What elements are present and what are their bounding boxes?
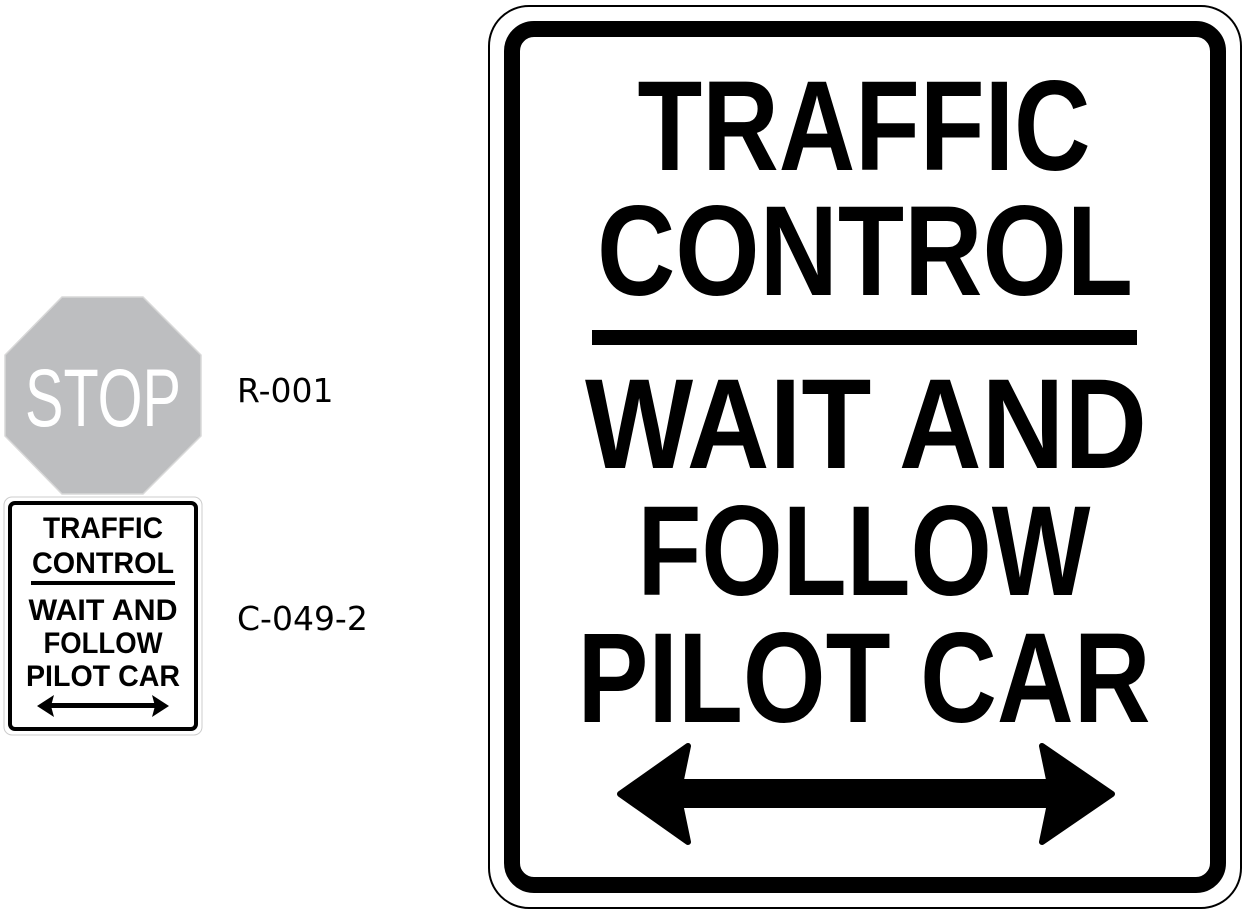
large-sign-divider: [592, 330, 1137, 345]
small-sign-divider: [31, 581, 175, 585]
large-sign-line-control: CONTROL: [597, 180, 1133, 323]
large-sign-line-traffic: TRAFFIC: [638, 55, 1091, 198]
small-sign-line-traffic: TRAFFIC: [43, 512, 163, 545]
small-sign-line-control: CONTROL: [32, 547, 174, 580]
stop-sign-code: R-001: [237, 371, 334, 410]
pilot-car-sign-large: TRAFFIC CONTROL WAIT AND FOLLOW PILOT CA…: [488, 5, 1242, 909]
pilot-car-sign-small: TRAFFIC CONTROL WAIT AND FOLLOW PILOT CA…: [3, 496, 203, 736]
small-sign-line-pilot: PILOT CAR: [26, 660, 180, 693]
stop-sign-text: STOP: [25, 353, 181, 444]
small-sign-line-follow: FOLLOW: [44, 627, 164, 660]
large-sign-line-pilot: PILOT CAR: [578, 607, 1151, 750]
large-sign-line-wait: WAIT AND: [585, 353, 1147, 496]
small-sign-line-wait: WAIT AND: [29, 594, 178, 627]
double-arrow-icon: [617, 743, 1115, 845]
double-arrow-icon: [37, 695, 169, 717]
pilot-car-sign-code: C-049-2: [237, 599, 368, 638]
stop-sign: STOP: [4, 296, 202, 495]
large-sign-line-follow: FOLLOW: [638, 480, 1091, 623]
